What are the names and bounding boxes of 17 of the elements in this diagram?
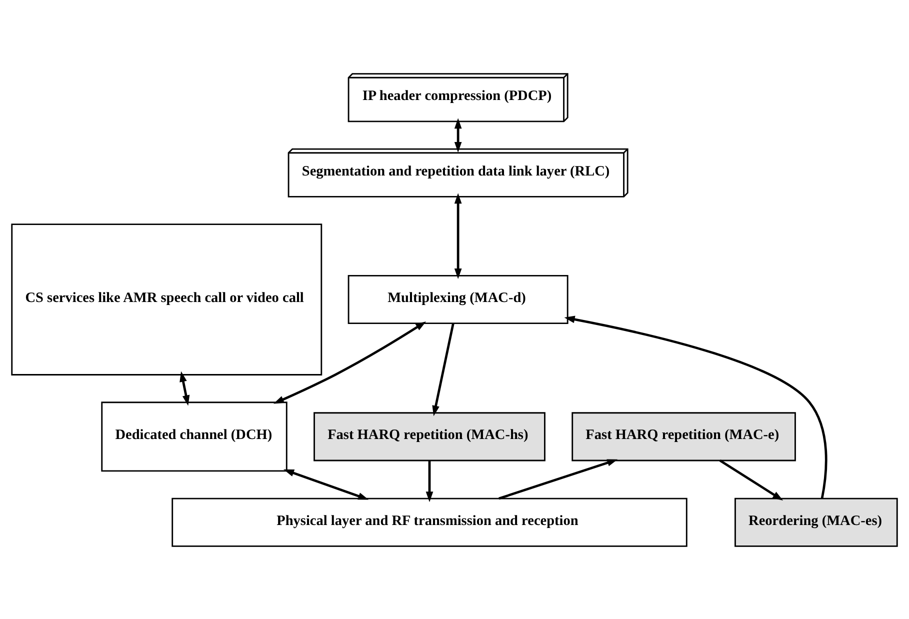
node-box: Multiplexing (MAC-d) <box>348 274 568 324</box>
arrow <box>454 118 462 152</box>
node-box: Fast HARQ repetition (MAC-e) <box>572 412 796 461</box>
node-box: Dedicated channel (DCH) <box>101 401 288 472</box>
arrow <box>273 320 426 404</box>
arrow <box>426 460 434 502</box>
arrow <box>284 468 369 500</box>
arrow <box>432 322 454 416</box>
node-box: Reordering (MAC-es) <box>734 497 898 546</box>
arrow <box>454 192 462 279</box>
arrow <box>498 458 618 500</box>
node-box: Physical layer and RF transmission and reception <box>172 497 688 546</box>
arrow <box>719 459 784 500</box>
node-box: Fast HARQ repetition (MAC-hs) <box>314 412 546 461</box>
arrow <box>564 315 828 498</box>
arrow <box>180 370 190 406</box>
node-box: CS services like AMR speech call or video call <box>11 223 322 375</box>
